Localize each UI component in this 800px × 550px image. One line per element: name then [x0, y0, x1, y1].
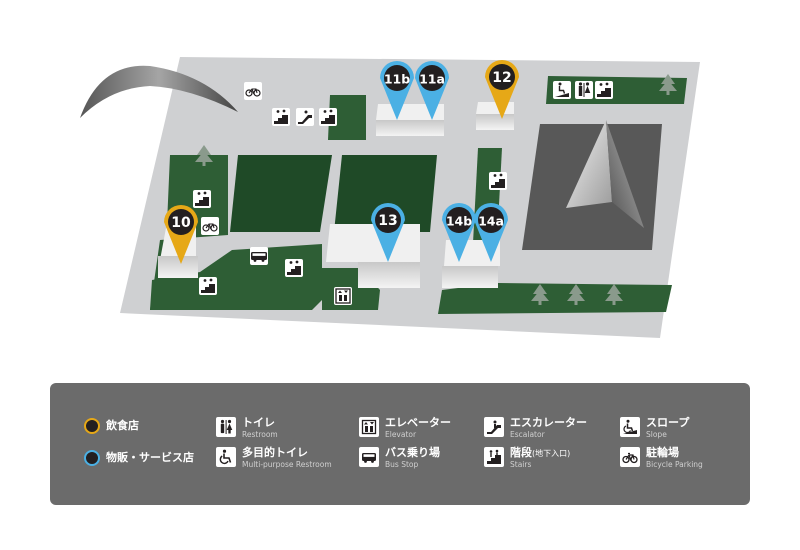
slope-icon [620, 417, 640, 437]
legend-item-multipurpose-restroom-en: Multi-purpose Restroom [242, 460, 332, 469]
pin-label: 10 [171, 215, 191, 231]
stairs-icon [319, 108, 337, 126]
legend-item-slope-en: Slope [646, 430, 667, 439]
stairs-icon [484, 447, 504, 467]
legend-category-shop: 物販・サービス店 [84, 450, 194, 466]
bicycle-icon [620, 447, 640, 467]
map-facility-icons [193, 81, 613, 305]
map-pin-13[interactable]: 13 [371, 203, 405, 262]
tree-icon [195, 145, 213, 166]
pin-label: 12 [492, 70, 511, 86]
stairs-icon [272, 108, 290, 126]
multipurpose-restroom-icon [216, 447, 236, 467]
pin-label: 11a [419, 72, 445, 87]
trees [195, 74, 677, 305]
legend-item-restroom-en: Restroom [242, 430, 278, 439]
site-map: 10 11b 11a 12 13 14b 14a [80, 57, 700, 338]
legend-item-bicycle-parking-en: Bicycle Parking [646, 460, 703, 469]
bus-icon [250, 247, 268, 265]
stairs-icon [595, 81, 613, 99]
legend-category-shop-label: 物販・サービス店 [106, 451, 194, 464]
shop-category-marker-icon [84, 450, 100, 466]
map-pin-11a[interactable]: 11a [415, 61, 449, 120]
pin-label: 13 [378, 213, 397, 229]
pin-label: 14a [478, 214, 504, 229]
pin-label: 11b [384, 72, 410, 87]
legend-item-elevator-en: Elevator [385, 430, 417, 439]
restroom-icon [216, 417, 236, 437]
elevator-icon [334, 287, 352, 305]
legend-item-elevator-ja: エレベーター [385, 416, 451, 429]
legend-category-food-label: 飲食店 [106, 419, 139, 432]
map-pin-11b[interactable]: 11b [380, 61, 414, 120]
legend-item-multipurpose-restroom-ja: 多目的トイレ [242, 446, 308, 459]
legend-item-restroom-ja: トイレ [242, 416, 275, 429]
legend-item-bus-stop-ja: バス乗り場 [385, 446, 440, 459]
pin-label: 14b [446, 214, 472, 229]
map-pin-14a[interactable]: 14a [474, 203, 508, 262]
grass-bottom-left [150, 244, 322, 310]
legend-item-stairs-en: Stairs [510, 460, 532, 469]
elevator-icon [359, 417, 379, 437]
pyramid-face-left [566, 120, 612, 208]
tree-icon [567, 284, 585, 305]
stairs-icon [193, 190, 211, 208]
legend-item-slope-ja: スロープ [646, 416, 690, 429]
legend-item-stairs-ja: 階段 [510, 446, 532, 459]
restroom-icon [575, 81, 593, 99]
legend-category-food: 飲食店 [84, 418, 139, 434]
pyramid-face-right [606, 120, 644, 228]
escalator-icon [484, 417, 504, 437]
arch-sculpture [80, 65, 238, 118]
map-pin-12[interactable]: 12 [485, 60, 519, 119]
map-pin-10[interactable]: 10 [164, 205, 198, 264]
lawn-square-left [230, 155, 332, 232]
tree-icon [659, 74, 677, 95]
slope-icon [553, 81, 571, 99]
legend-item-bicycle-parking-ja: 駐輪場 [646, 446, 679, 459]
legend-item-bus-stop-en: Bus Stop [385, 460, 419, 469]
bicycle-icon [244, 82, 262, 100]
legend-item-escalator-en: Escalator [510, 430, 545, 439]
bus-icon [359, 447, 379, 467]
map-pin-14b[interactable]: 14b [442, 203, 476, 262]
grass-center-top [328, 95, 366, 140]
lawn-square-center [334, 155, 437, 232]
building-11 [376, 104, 444, 136]
tree-icon [605, 284, 623, 305]
bicycle-icon [201, 217, 219, 235]
building-12 [476, 102, 514, 130]
legend-item-stairs: 階段(地下入口)Stairs [484, 447, 570, 469]
tree-icon [531, 284, 549, 305]
legend-item-stairs-note: (地下入口) [532, 449, 571, 458]
pins: 10 11b 11a 12 13 14b 14a [164, 60, 519, 264]
legend-item-escalator-ja: エスカレーター [510, 416, 587, 429]
food-category-marker-icon [84, 418, 100, 434]
stairs-icon [489, 172, 507, 190]
stairs-icon [285, 259, 303, 277]
escalator-icon [296, 108, 314, 126]
stairs-icon [199, 277, 217, 295]
